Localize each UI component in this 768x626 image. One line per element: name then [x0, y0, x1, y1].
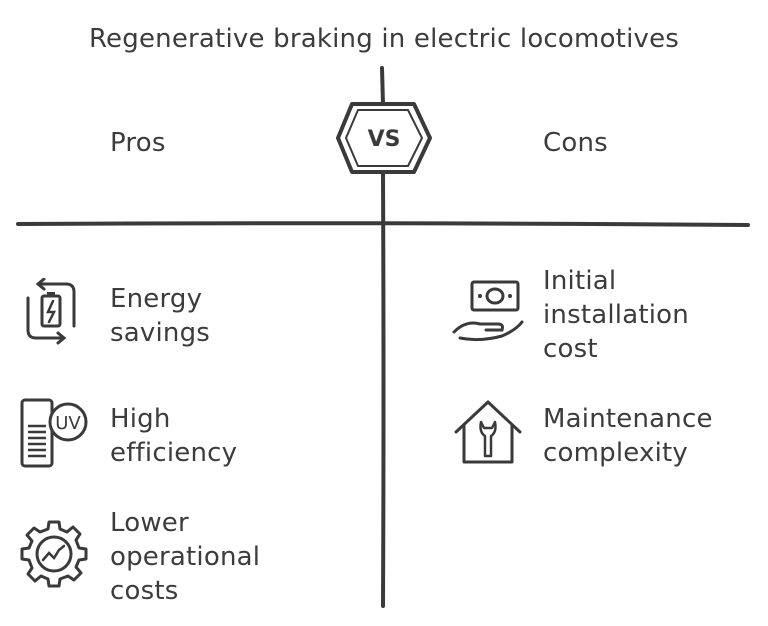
pros-label-efficiency-text: High efficiency [110, 404, 238, 468]
cons-label-maintenance: Maintenance complexity [543, 402, 713, 470]
vertical-divider-top [380, 66, 385, 106]
vs-badge: VS [336, 102, 432, 174]
svg-text:UV: UV [55, 413, 81, 434]
pros-label-costs-text: Lower operational costs [110, 508, 261, 606]
money-hand-icon [452, 280, 524, 342]
pros-label-costs: Lower operational costs [110, 506, 260, 608]
page-title: Regenerative braking in electric locomot… [88, 24, 680, 54]
gear-chart-icon [20, 520, 88, 588]
vs-label: VS [368, 127, 401, 152]
pros-heading: Pros [110, 128, 166, 158]
pros-label-energy-text: Energy savings [110, 284, 211, 348]
house-wrench-icon [454, 400, 522, 464]
uv-meter-icon: UV [20, 398, 88, 468]
cons-label-installation-text: Initial installation cost [543, 266, 689, 364]
cons-heading: Cons [543, 128, 608, 158]
cons-label-maintenance-text: Maintenance complexity [543, 404, 713, 468]
cons-label-installation: Initial installation cost [543, 264, 689, 366]
battery-recharge-icon [26, 278, 76, 345]
pros-label-energy: Energy savings [110, 282, 210, 350]
vertical-divider [381, 170, 386, 608]
pros-label-efficiency: High efficiency [110, 402, 237, 470]
